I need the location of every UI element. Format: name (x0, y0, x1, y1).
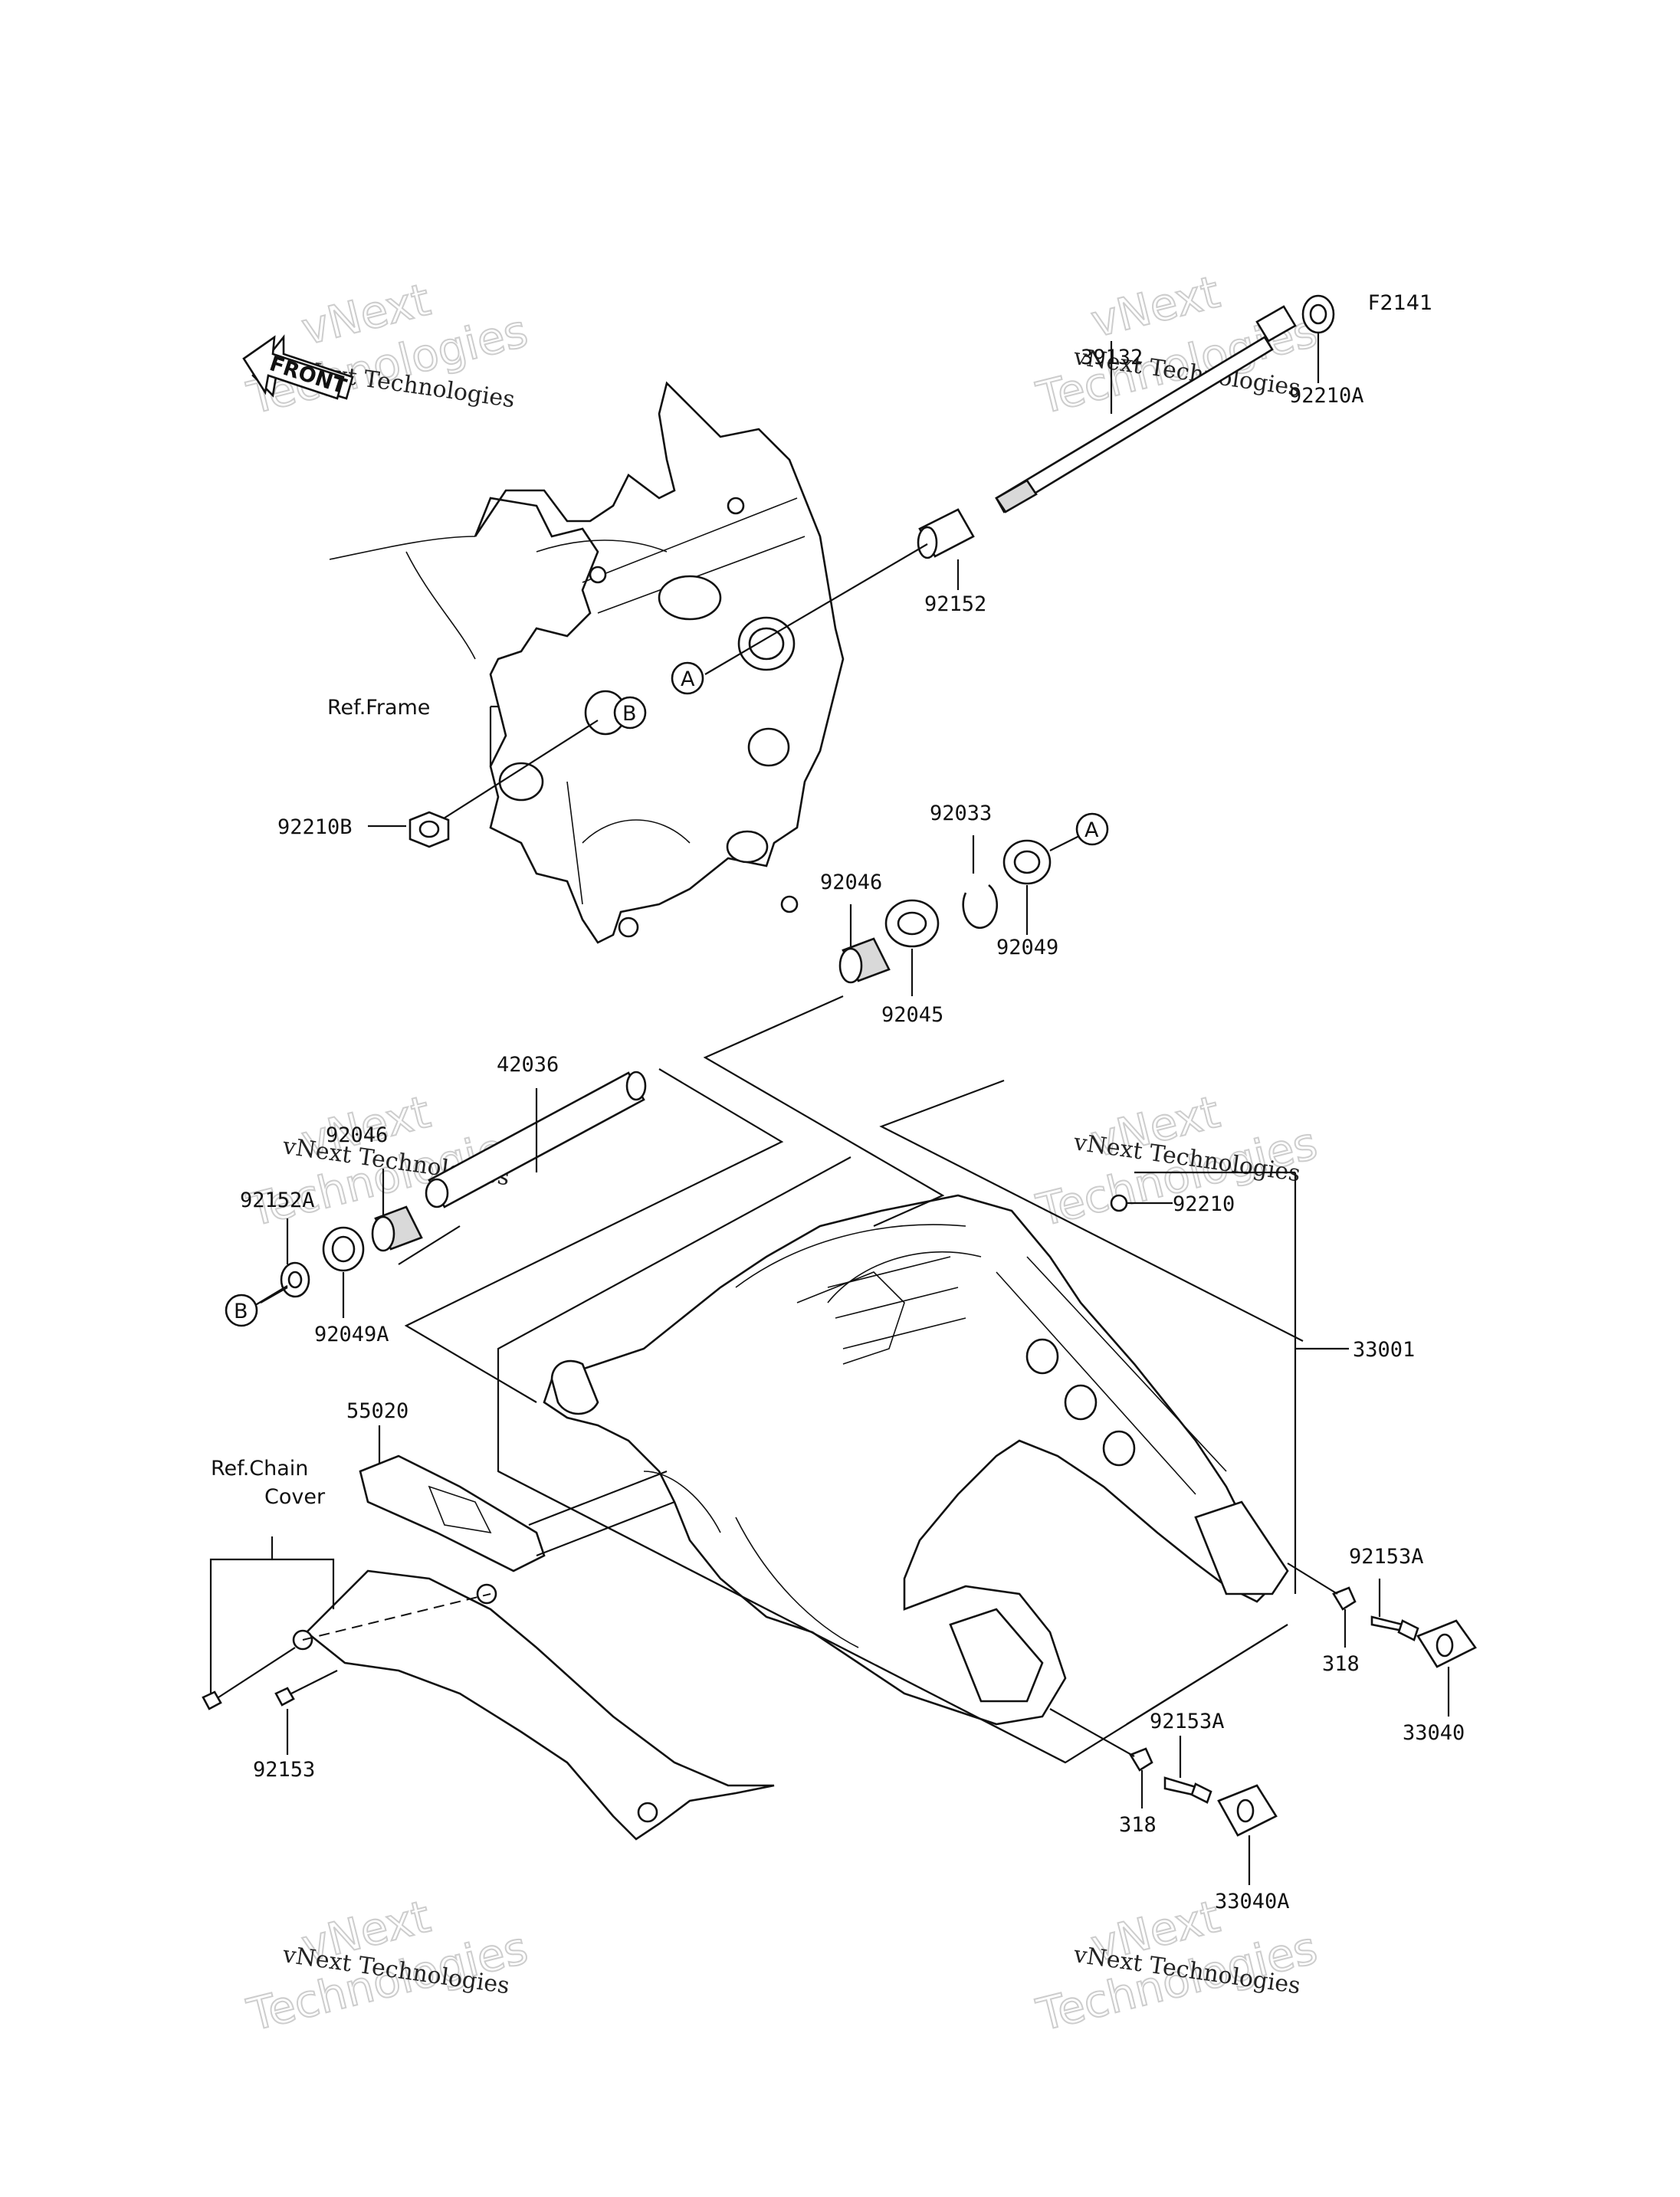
swingarm-33001 (543, 1194, 1289, 1726)
diagram-code: F2141 (1368, 291, 1432, 315)
label-33040: 33040 (1403, 1721, 1465, 1745)
label-33040A: 33040A (1215, 1890, 1290, 1913)
label-42036: 42036 (497, 1053, 559, 1077)
label-ref-chain: Ref.Chain (211, 1457, 308, 1481)
seal-92049A (322, 1226, 365, 1272)
label-92210B: 92210B (277, 815, 353, 839)
nut-318-bottom (1049, 1708, 1153, 1772)
label-92152: 92152 (924, 592, 986, 616)
adjuster-33040A (1217, 1784, 1278, 1837)
seal-92049 (1002, 839, 1052, 885)
label-ref-frame: Ref.Frame (327, 696, 430, 720)
circlip-92033 (962, 884, 999, 930)
watermark-bottom-left: vNext Technologies vNext Technologies (241, 1890, 533, 2042)
label-92152A: 92152A (240, 1189, 315, 1212)
nut-92210B (409, 811, 450, 848)
chain-cover (292, 1569, 775, 1841)
label-39132: 39132 (1081, 346, 1143, 369)
svg-text:A: A (1084, 818, 1099, 842)
label-92033: 92033 (930, 802, 992, 825)
adjuster-33040 (1416, 1619, 1477, 1668)
svg-text:B: B (234, 1300, 248, 1323)
label-ref-cover: Cover (264, 1485, 326, 1509)
collar-92152 (917, 508, 975, 559)
bolt-chain-cover-1 (202, 1647, 296, 1710)
label-92153A-bottom: 92153A (1150, 1710, 1225, 1733)
bolt-92153 (274, 1670, 338, 1707)
svg-text:B: B (622, 702, 637, 726)
nut-318-right (1287, 1562, 1357, 1611)
label-92046-left: 92046 (326, 1123, 388, 1147)
label-92210A: 92210A (1289, 384, 1364, 408)
chain-slider-55020 (359, 1454, 675, 1572)
callout-a-frame: A (671, 661, 704, 695)
callout-b-frame: B (613, 696, 647, 730)
label-92210: 92210 (1173, 1192, 1235, 1216)
leader-lines (260, 333, 1450, 1885)
frame-illustration (329, 381, 845, 944)
part-labels: 92210A 39132 92152 Ref.Frame 92210B 9203… (211, 346, 1465, 1913)
nut-92210 (1110, 1194, 1173, 1212)
label-318-bottom: 318 (1119, 1813, 1157, 1837)
callout-b-pivot: B (225, 1294, 258, 1327)
label-92049: 92049 (996, 936, 1058, 959)
label-92049A: 92049A (314, 1323, 389, 1346)
pivot-shaft-39132 (995, 305, 1297, 513)
label-55020: 55020 (346, 1399, 409, 1423)
label-92046-top: 92046 (820, 871, 882, 894)
label-318-right: 318 (1322, 1652, 1360, 1676)
bolt-92153A-bottom (1163, 1776, 1212, 1804)
label-92153A-right: 92153A (1349, 1545, 1424, 1569)
bearing-92045 (884, 899, 940, 948)
label-33001: 33001 (1353, 1338, 1415, 1362)
label-92153: 92153 (253, 1758, 315, 1782)
exploded-guide-lines (404, 995, 1304, 1764)
bearing-92046-left (371, 1205, 423, 1252)
callout-a-seal: A (1075, 812, 1109, 846)
collar-92152A (280, 1261, 310, 1298)
watermark-top-left: vNext Technologies vNext Technologies (241, 273, 533, 425)
bolt-92153A-right (1370, 1615, 1419, 1641)
svg-text:A: A (681, 667, 695, 691)
nut-92210A (1301, 294, 1335, 334)
bearing-92046-top (838, 937, 891, 984)
label-92045: 92045 (881, 1003, 943, 1027)
